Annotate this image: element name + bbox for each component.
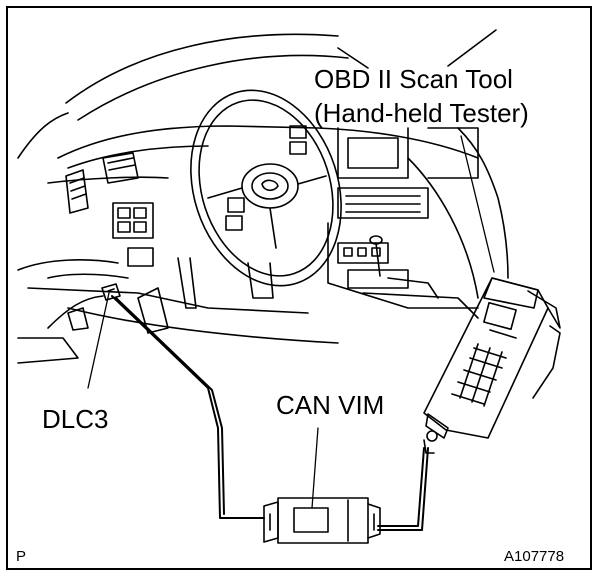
corner-mark: P [16,548,27,565]
dlc3-connector [101,283,121,301]
steering-wheel [190,89,342,287]
windshield-lines [65,29,497,121]
center-console [337,235,479,319]
can-vim-module [263,497,381,544]
left-door-panel [17,112,119,364]
can-vim-label: CAN VIM [276,390,385,420]
left-air-vent [65,152,139,214]
left-switch-panel [112,202,154,267]
vehicle-connection-illustration [17,29,561,544]
dlc3-label: DLC3 [42,404,109,434]
figure-id: A107778 [504,548,565,565]
steering-column-pedals [67,257,274,334]
scan-tool-label-line1: OBD II Scan Tool [314,64,513,94]
connection-cables [111,295,429,531]
dashboard-outline [27,125,509,344]
scan-tool-label-line2: (Hand-held Tester) [314,98,529,128]
label-leader-lines [87,135,495,509]
diagram-frame: OBD II Scan Tool (Hand-held Tester) CAN … [6,6,592,570]
hand-held-tester [423,277,561,454]
